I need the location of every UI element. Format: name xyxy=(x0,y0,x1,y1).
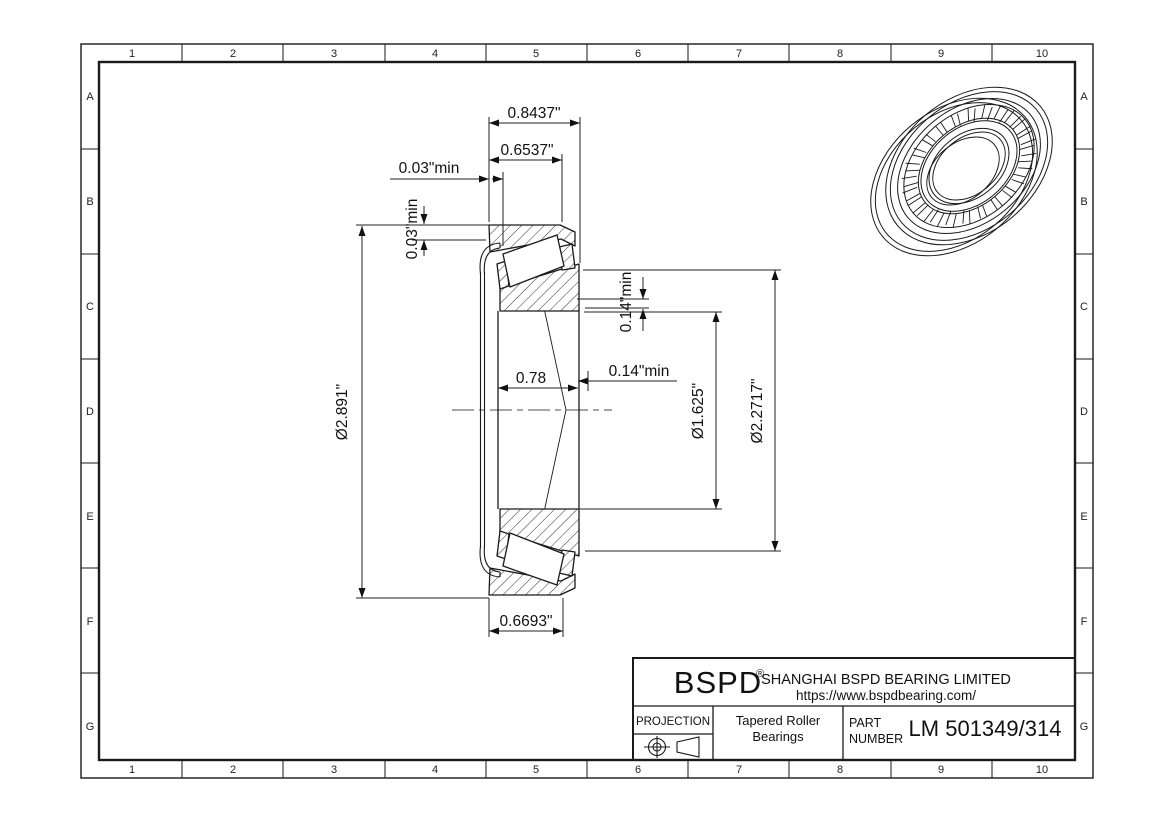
grid-row-label: F xyxy=(87,616,94,628)
product-type-line1: Tapered Roller xyxy=(736,713,821,728)
grid-col-label: 5 xyxy=(533,48,539,60)
grid-col-label: 9 xyxy=(938,48,944,60)
dim-shoulder-clearance-h: 0.14"min xyxy=(609,363,670,380)
grid-row-label: D xyxy=(86,406,94,418)
cone-section-top xyxy=(499,263,580,312)
roller-lines xyxy=(903,104,1035,228)
dim-cup-width: 0.6693" xyxy=(500,613,553,630)
sheet-frame xyxy=(80,43,1094,779)
projection-label: PROJECTION xyxy=(636,716,710,728)
grid-row-label: F xyxy=(1081,616,1088,628)
grid-row-label: B xyxy=(1080,196,1087,208)
grid-row-label: G xyxy=(1080,721,1089,733)
grid-col-label: 2 xyxy=(230,48,236,60)
grid-row-label: A xyxy=(86,91,94,103)
grid-col-label: 2 xyxy=(230,764,236,776)
grid-col-label: 10 xyxy=(1036,764,1048,776)
grid-col-label: 1 xyxy=(129,764,135,776)
grid-col-label: 7 xyxy=(736,764,742,776)
dim-cone-width: 0.78 xyxy=(516,370,546,387)
bore-edges xyxy=(497,311,580,509)
company-name: SHANGHAI BSPD BEARING LIMITED xyxy=(761,672,1011,688)
dim-bore-diameter: Ø1.625" xyxy=(690,383,707,439)
grid-col-label: 6 xyxy=(635,764,641,776)
grid-col-label: 8 xyxy=(837,764,843,776)
cage-outline xyxy=(479,242,501,578)
grid-row-label: G xyxy=(86,721,95,733)
dim-total-width: 0.8437" xyxy=(508,105,561,122)
grid-labels: 1 2 3 4 5 6 7 8 9 10 1 2 3 4 5 6 7 8 9 1… xyxy=(86,48,1089,776)
grid-col-label: 5 xyxy=(533,764,539,776)
part-label-line2: NUMBER xyxy=(849,732,903,746)
grid-col-label: 3 xyxy=(331,764,337,776)
grid-col-label: 9 xyxy=(938,764,944,776)
dim-housing-shoulder-diameter: Ø2.2717" xyxy=(749,379,766,444)
cone-section-bottom xyxy=(499,508,580,557)
dim-shoulder-clearance-v: 0.14"min xyxy=(618,272,635,333)
title-block-text: BSPD ® SHANGHAI BSPD BEARING LIMITED htt… xyxy=(636,665,1062,746)
grid-row-label: A xyxy=(1080,91,1088,103)
dim-backing-clearance-v: 0.03"min xyxy=(404,199,421,260)
dimensions xyxy=(356,117,781,637)
grid-row-label: E xyxy=(1080,511,1087,523)
dim-outer-diameter: Ø2.891" xyxy=(334,384,351,440)
grid-col-label: 10 xyxy=(1036,48,1048,60)
dim-cone-front-width: 0.6537" xyxy=(501,142,554,159)
company-website: https://www.bspdbearing.com/ xyxy=(796,688,976,703)
product-type-line2: Bearings xyxy=(752,729,804,744)
projection-symbol-icon xyxy=(644,736,700,758)
grid-col-label: 8 xyxy=(837,48,843,60)
grid-col-label: 6 xyxy=(635,48,641,60)
cross-section-view xyxy=(452,224,612,596)
grid-row-label: C xyxy=(1080,301,1088,313)
roller-top xyxy=(502,234,565,288)
grid-col-label: 3 xyxy=(331,48,337,60)
grid-col-label: 4 xyxy=(432,764,438,776)
bearing-3d-view xyxy=(870,82,1060,257)
grid-col-label: 7 xyxy=(736,48,742,60)
part-number-value: LM 501349/314 xyxy=(909,716,1062,741)
part-label-line1: PART xyxy=(849,716,882,730)
grid-col-label: 1 xyxy=(129,48,135,60)
grid-row-label: B xyxy=(86,196,93,208)
registered-mark: ® xyxy=(756,668,764,680)
dim-backing-clearance-h: 0.03"min xyxy=(399,160,460,177)
roller-bottom xyxy=(502,532,565,586)
brand-logo: BSPD xyxy=(674,665,762,700)
grid-row-label: E xyxy=(86,511,93,523)
title-block xyxy=(632,657,1076,761)
grid-col-label: 4 xyxy=(432,48,438,60)
dimension-labels: 0.8437" 0.6537" 0.03"min 0.03"min Ø2.891… xyxy=(334,105,766,630)
grid-row-label: C xyxy=(86,301,94,313)
grid-row-label: D xyxy=(1080,406,1088,418)
